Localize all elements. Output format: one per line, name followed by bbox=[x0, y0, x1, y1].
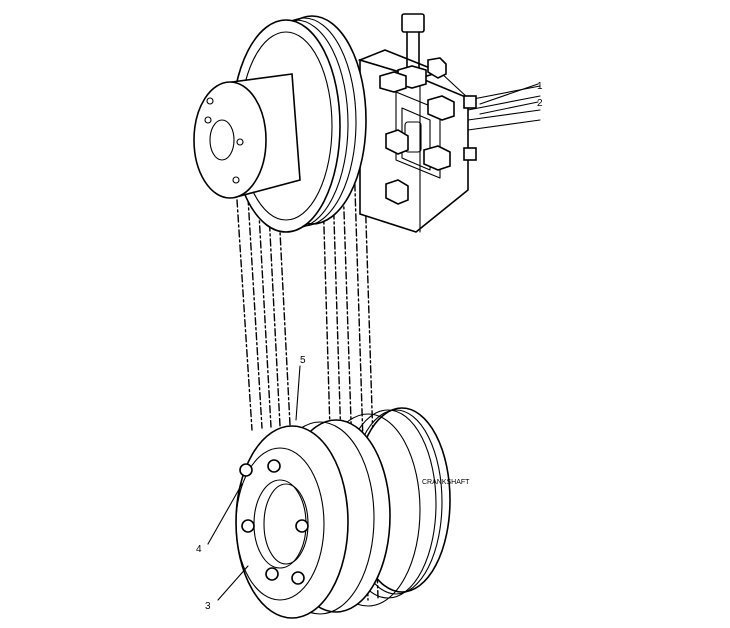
callout-1: 1 bbox=[537, 81, 543, 92]
upper-pulley bbox=[193, 15, 367, 233]
leader-lines bbox=[207, 83, 539, 601]
mounting-bracket bbox=[357, 13, 541, 233]
callout-5: 5 bbox=[300, 355, 306, 366]
callout-2: 2 bbox=[537, 98, 543, 109]
callout-3: 3 bbox=[205, 601, 211, 612]
callout-4: 4 bbox=[196, 544, 202, 555]
crankshaft-pulley bbox=[235, 407, 451, 619]
crankshaft-label: CRANKSHAFT bbox=[422, 479, 470, 486]
